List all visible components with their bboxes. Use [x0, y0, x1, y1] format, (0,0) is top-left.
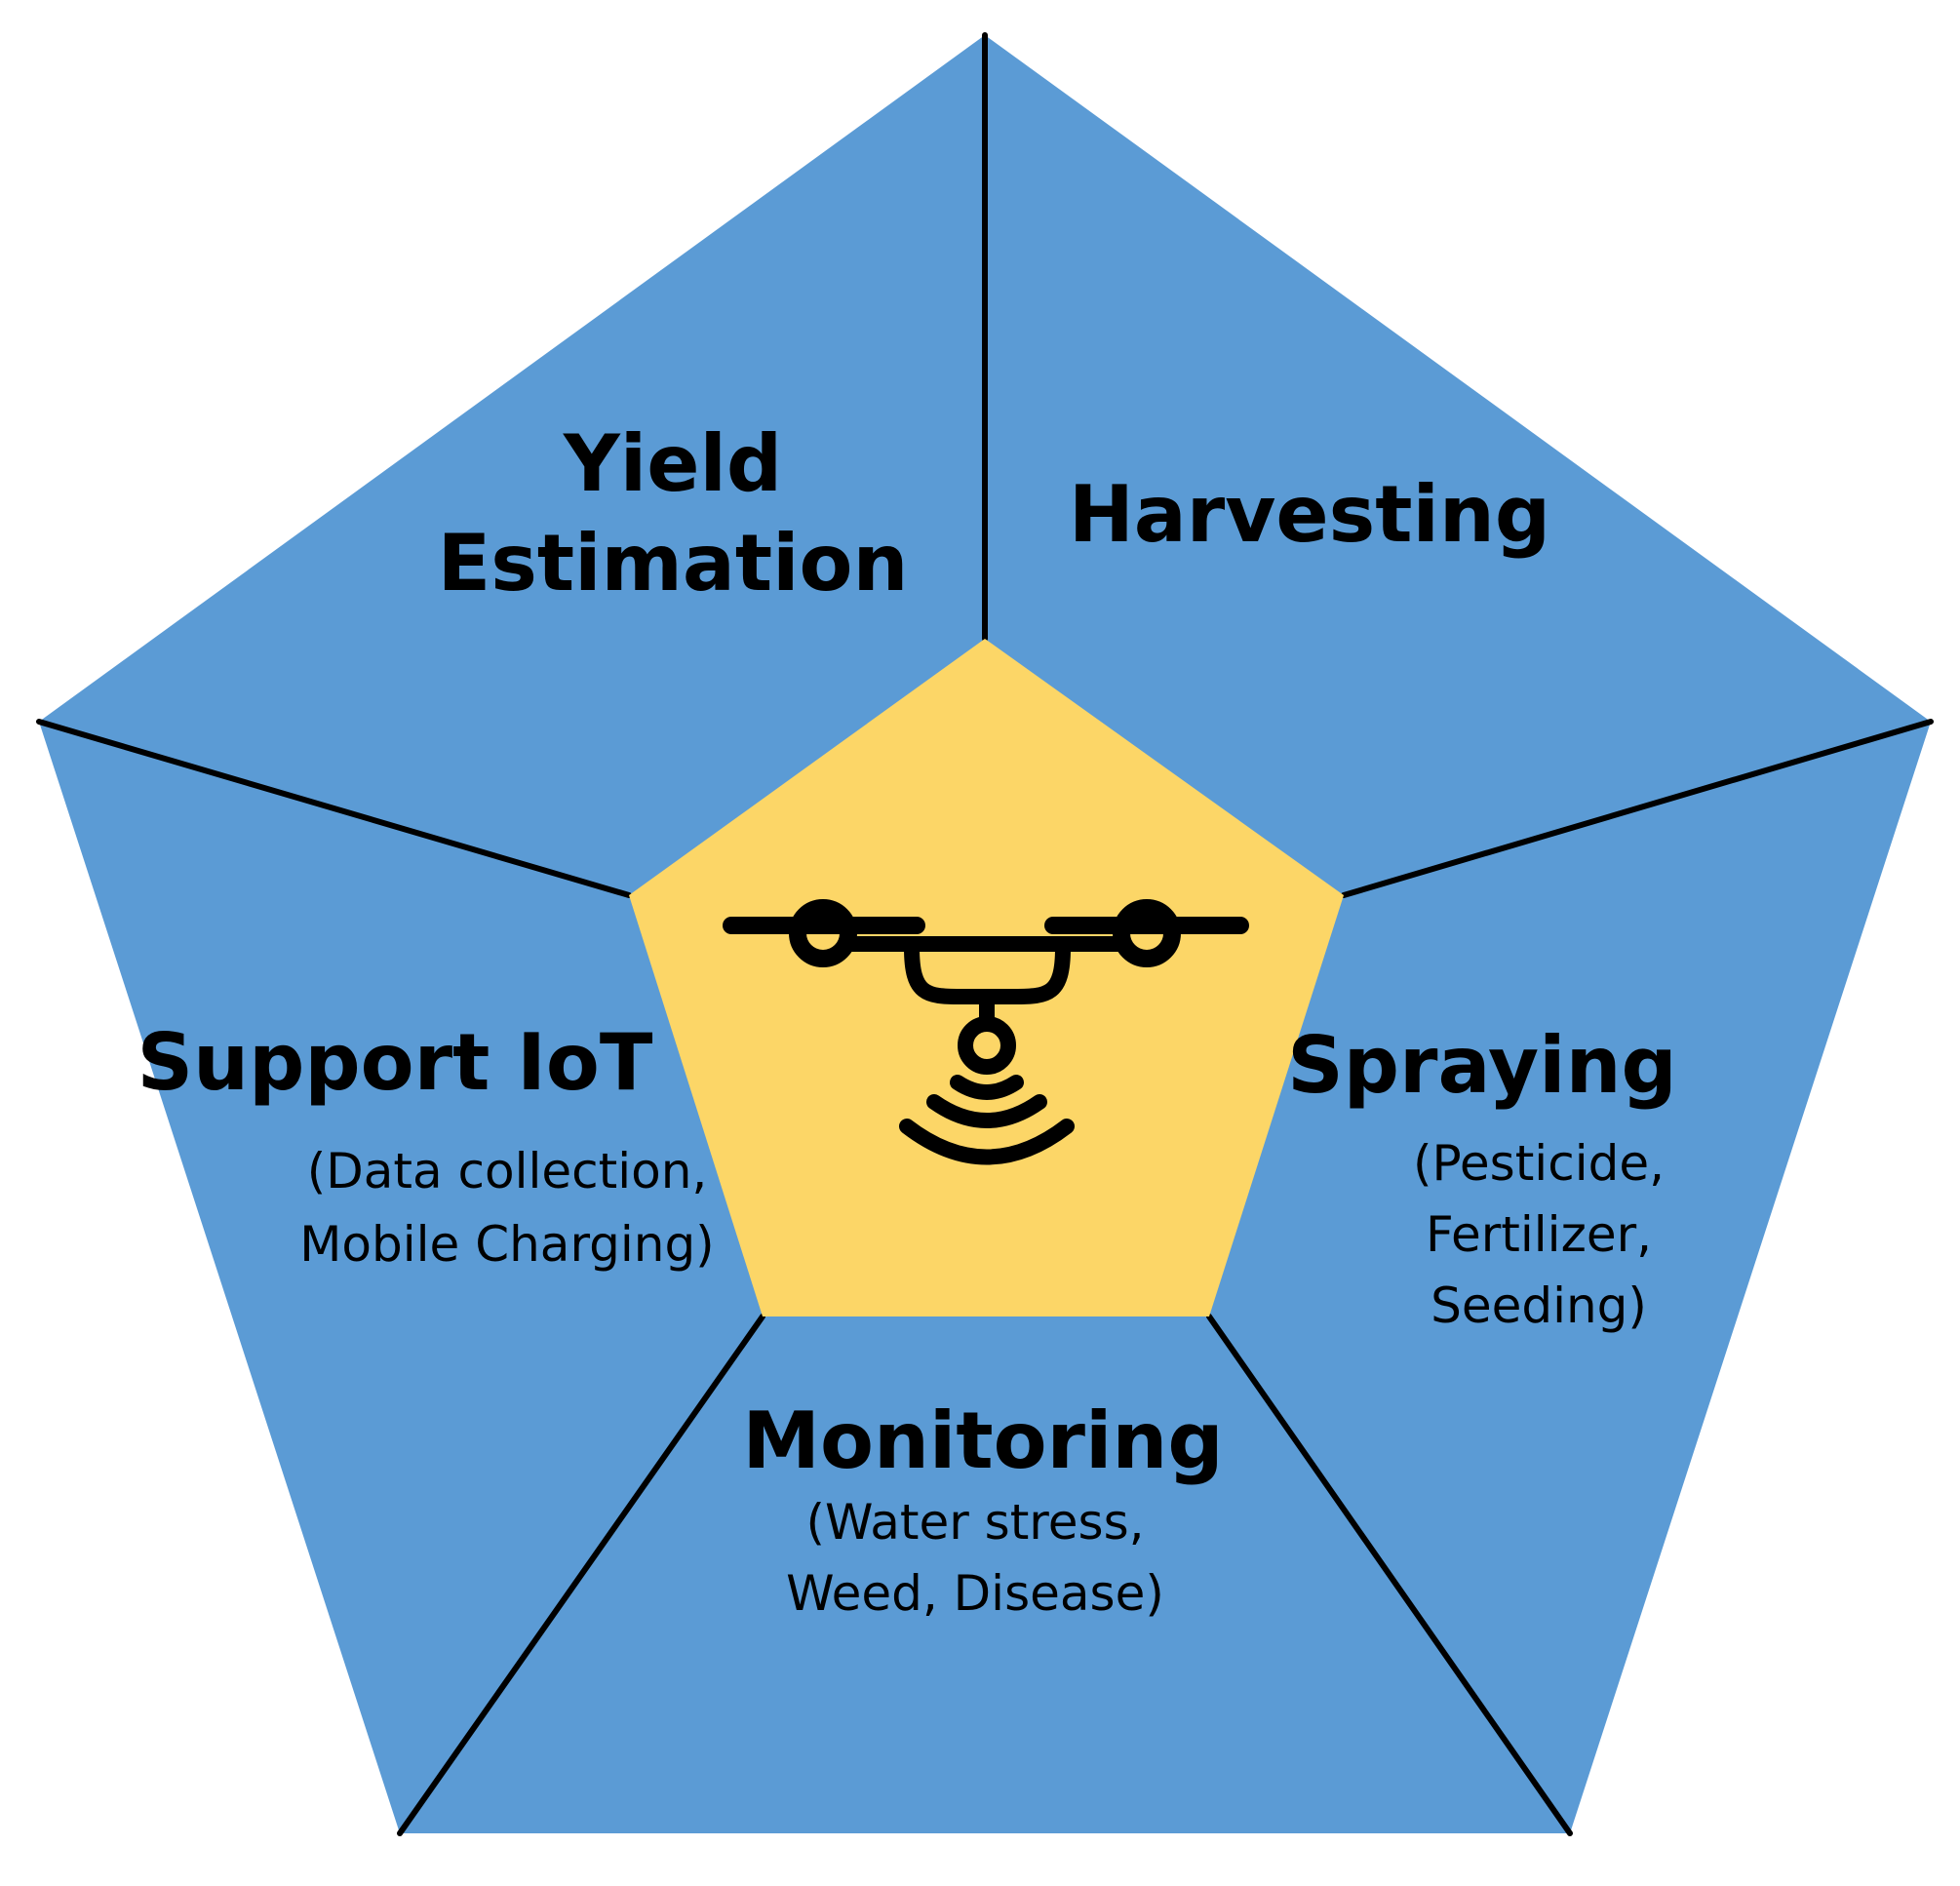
divider-right	[1341, 719, 1934, 898]
spraying-detail-line1: (Pesticide,	[1413, 1135, 1665, 1192]
yield-title-line2: Estimation	[438, 518, 909, 609]
spraying-title: Spraying	[1287, 1020, 1677, 1111]
iot-detail-line2: Mobile Charging)	[299, 1216, 714, 1273]
divider-bottom-right	[1206, 1314, 1573, 1836]
drone-signal-icon	[723, 899, 1249, 1165]
yield-title-line1: Yield	[563, 418, 782, 509]
monitoring-title: Monitoring	[742, 1395, 1223, 1486]
right-rotor-hub	[1113, 899, 1181, 967]
harvesting-title: Harvesting	[1069, 469, 1550, 560]
signal-wave-3	[899, 1119, 1075, 1165]
divider-left	[36, 719, 632, 898]
monitoring-detail-line1: (Water stress,	[805, 1494, 1144, 1551]
spraying-detail-line2: Fertilizer,	[1426, 1206, 1652, 1263]
spraying-detail-line3: Seeding)	[1431, 1277, 1647, 1334]
signal-wave-1	[950, 1075, 1024, 1100]
center-pentagon	[629, 639, 1344, 1316]
signal-wave-2	[926, 1094, 1047, 1128]
iot-title: Support IoT	[137, 1017, 653, 1108]
iot-detail-line1: (Data collection,	[307, 1143, 708, 1199]
segment-dividers	[36, 32, 1934, 1836]
drone-camera	[958, 1016, 1016, 1075]
monitoring-detail-line2: Weed, Disease)	[786, 1565, 1164, 1622]
left-rotor-hub	[789, 899, 857, 967]
divider-bottom-left	[397, 1314, 765, 1836]
